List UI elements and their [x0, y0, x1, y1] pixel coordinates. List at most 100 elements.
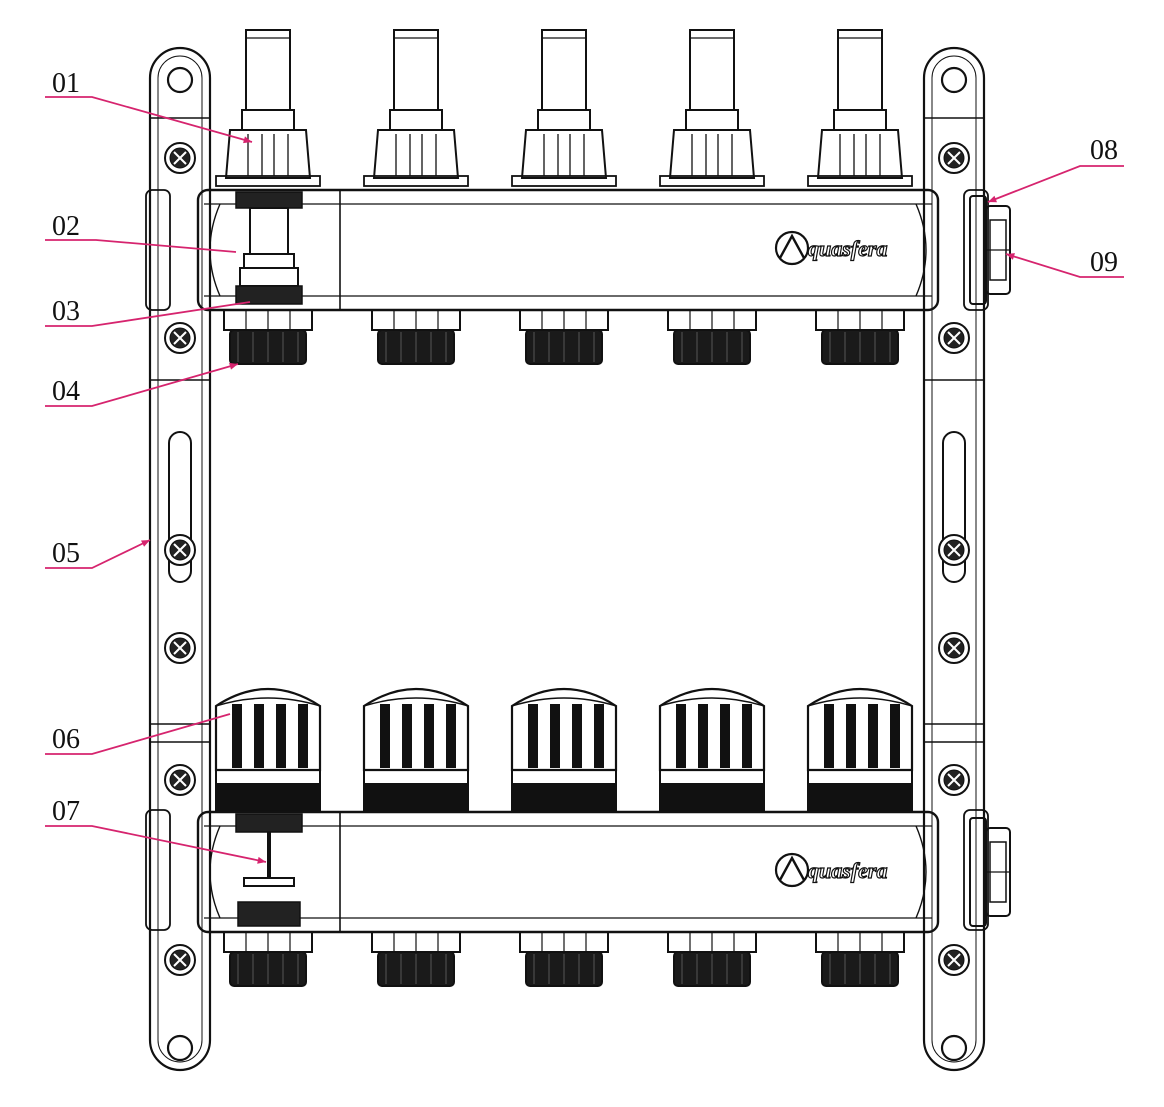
screw-icon [164, 322, 196, 354]
valve-insert-bottom [235, 813, 303, 833]
bottom-manifold-bar: quasfera [196, 810, 940, 934]
top-manifold-bar: quasfera [196, 188, 940, 312]
cap-nut [363, 783, 469, 811]
pipe-clamp [145, 809, 171, 931]
top-outlet-5 [815, 309, 905, 365]
callout-label-06: 06 [52, 724, 80, 755]
shutoff-cap-2 [362, 688, 470, 811]
cap-nut [511, 783, 617, 811]
valve-flange [363, 175, 469, 187]
callout-label-05: 05 [52, 538, 80, 569]
flow-meter-tube [837, 29, 883, 111]
cap-nut [807, 783, 913, 811]
screw-icon [938, 534, 970, 566]
shutoff-cap-4 [658, 688, 766, 811]
valve-insert-top [235, 191, 303, 209]
bottom-outlet-5 [815, 931, 905, 987]
bottom-outlet-4 [667, 931, 757, 987]
screw-icon [938, 764, 970, 796]
screw-icon [164, 142, 196, 174]
callout-label-01: 01 [52, 68, 80, 99]
pipe-clamp [145, 189, 171, 311]
flow-meter-tube [541, 29, 587, 111]
leader-01 [45, 96, 253, 143]
flow-meter-valve-1 [215, 29, 321, 187]
aquasfera-logo: quasfera [774, 852, 888, 888]
flow-meter-tube [245, 29, 291, 111]
screw-icon [164, 632, 196, 664]
callout-label-09: 09 [1090, 247, 1118, 278]
leader-06 [45, 713, 231, 755]
top-outlet-1 [223, 309, 313, 365]
mounting-hole [940, 66, 968, 94]
adjustment-slot [168, 431, 192, 583]
callout-label-07: 07 [52, 796, 80, 827]
valve-seat [237, 901, 301, 927]
bottom-outlet-3 [519, 931, 609, 987]
top-outlet-4 [667, 309, 757, 365]
top-outlet-3 [519, 309, 609, 365]
brand-logo-text: quasfera [808, 236, 887, 261]
logo-mark-icon [774, 230, 810, 266]
top-end-fitting [969, 195, 1011, 305]
bracket-right [922, 46, 989, 1072]
bottom-outlet-fittings [223, 931, 905, 987]
leader-04 [45, 363, 239, 407]
top-outlet-2 [371, 309, 461, 365]
leader-09-arrow [1006, 253, 1015, 260]
leader-09 [1005, 253, 1124, 278]
leader-01-arrow [243, 136, 252, 144]
flow-meter-valve-5 [807, 29, 913, 187]
screw-icon [938, 944, 970, 976]
mounting-brackets [145, 46, 989, 1072]
shutoff-cap-1 [214, 688, 322, 811]
leader-02 [45, 239, 237, 253]
valve-body [224, 129, 312, 179]
valve-body [816, 129, 904, 179]
leader-03 [45, 301, 251, 327]
bottom-outlet-1 [223, 931, 313, 987]
leader-07 [45, 825, 267, 863]
shutoff-cap-5 [806, 688, 914, 811]
callout-label-02: 02 [52, 211, 80, 242]
bracket-left [145, 46, 212, 1072]
top-outlet-fittings [223, 309, 905, 365]
cap-nut [659, 783, 765, 811]
aquasfera-logo: quasfera [774, 230, 888, 266]
flow-meter-tube [393, 29, 439, 111]
callout-label-04: 04 [52, 376, 80, 407]
flow-meter-valve-2 [363, 29, 469, 187]
valve-flange [215, 175, 321, 187]
leader-07-arrow [257, 856, 266, 864]
leader-05-arrow [141, 540, 150, 547]
flow-meter-tube [689, 29, 735, 111]
screw-icon [938, 322, 970, 354]
screw-icon [938, 632, 970, 664]
valve-stem [249, 207, 289, 255]
flow-meter-valve-4 [659, 29, 765, 187]
valve-body [372, 129, 460, 179]
shutoff-cap-3 [510, 688, 618, 811]
top-valve-heads [215, 29, 913, 187]
flow-meter-valve-3 [511, 29, 617, 187]
callout-label-03: 03 [52, 296, 80, 327]
brand-logo-text: quasfera [808, 858, 887, 883]
valve-seal [235, 285, 303, 305]
adjustment-slot [942, 431, 966, 583]
leader-08-arrow [988, 195, 997, 203]
screw-icon [164, 534, 196, 566]
screw-icon [164, 944, 196, 976]
valve-disc [243, 877, 295, 887]
bottom-outlet-2 [371, 931, 461, 987]
valve-flange [511, 175, 617, 187]
mounting-hole [166, 1034, 194, 1062]
callout-label-08: 08 [1090, 135, 1118, 166]
leader-04-arrow [229, 362, 238, 370]
valve-body [520, 129, 608, 179]
bottom-valve-caps [214, 688, 914, 811]
leader-05 [45, 539, 151, 569]
valve-flange [807, 175, 913, 187]
cap-nut [215, 783, 321, 811]
